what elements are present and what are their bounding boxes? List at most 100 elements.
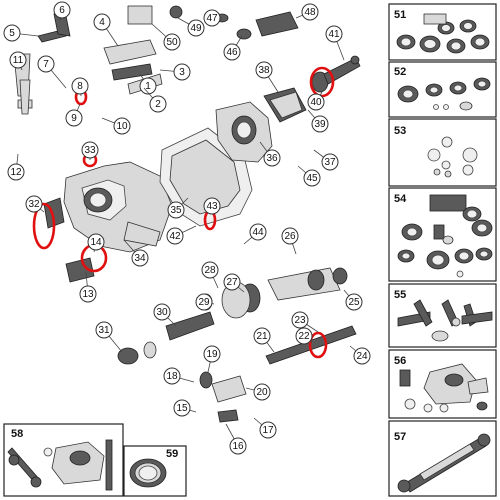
callout-number-32: 32 <box>28 199 40 210</box>
callout-50[interactable]: 50 <box>151 23 181 51</box>
callout-8[interactable]: 8 <box>71 77 89 97</box>
callout-42[interactable]: 42 <box>166 225 197 245</box>
kit-panel-59[interactable]: 59 <box>123 445 187 497</box>
kit-panel-51[interactable]: 51 <box>388 3 497 61</box>
callout-13[interactable]: 13 <box>79 271 97 303</box>
callout-43[interactable]: 43 <box>203 197 221 215</box>
callout-number-19: 19 <box>206 349 218 360</box>
callout-number-14: 14 <box>90 237 102 248</box>
kit-51-rings <box>396 13 490 54</box>
callout-circle-32 <box>25 195 43 213</box>
callout-2[interactable]: 2 <box>143 87 167 113</box>
callout-24[interactable]: 24 <box>349 345 371 365</box>
callout-number-49: 49 <box>190 23 202 34</box>
kit-panel-58[interactable]: 58 <box>3 423 124 497</box>
callout-26[interactable]: 26 <box>281 227 299 255</box>
callout-37[interactable]: 37 <box>313 149 339 171</box>
callout-49[interactable]: 49 <box>177 17 205 37</box>
callout-46[interactable]: 46 <box>223 35 243 61</box>
callout-14[interactable]: 14 <box>87 233 105 253</box>
callout-circle-10 <box>113 117 131 135</box>
callout-circle-15 <box>173 399 191 417</box>
callout-16[interactable]: 16 <box>225 423 247 455</box>
kit-57-driveshaft <box>397 433 491 493</box>
callout-41[interactable]: 41 <box>325 25 345 61</box>
callout-circle-41 <box>325 25 343 43</box>
callout-circle-8 <box>71 77 89 95</box>
callout-36[interactable]: 36 <box>259 141 281 167</box>
callout-11[interactable]: 11 <box>9 51 27 71</box>
highlight-ring-32 <box>32 202 56 250</box>
callout-15[interactable]: 15 <box>173 399 197 417</box>
kit-panel-52[interactable]: 52 <box>388 61 497 118</box>
callout-7[interactable]: 7 <box>37 55 67 89</box>
extension-housing-part <box>215 101 273 163</box>
kit-59-seal <box>129 458 167 488</box>
callout-circle-46 <box>223 43 241 61</box>
callout-47[interactable]: 47 <box>203 9 222 27</box>
callout-39[interactable]: 39 <box>307 109 329 133</box>
callout-21[interactable]: 21 <box>253 327 275 353</box>
callout-circle-13 <box>79 285 97 303</box>
kit-label-55: 55 <box>394 289 406 301</box>
callout-34[interactable]: 34 <box>123 239 149 267</box>
callout-29[interactable]: 29 <box>195 293 215 311</box>
callout-number-50: 50 <box>166 37 178 48</box>
callout-number-37: 37 <box>324 157 336 168</box>
callout-38[interactable]: 38 <box>255 61 279 93</box>
callout-31[interactable]: 31 <box>95 321 123 353</box>
callout-number-16: 16 <box>232 441 244 452</box>
callout-10[interactable]: 10 <box>101 117 131 135</box>
callout-circle-42 <box>166 227 184 245</box>
callout-9[interactable]: 9 <box>65 103 83 127</box>
callout-33[interactable]: 33 <box>81 141 99 160</box>
kit-panel-56[interactable]: 56 <box>388 349 497 419</box>
callout-number-11: 11 <box>13 55 24 66</box>
callout-circle-38 <box>255 61 273 79</box>
callout-18[interactable]: 18 <box>163 367 195 385</box>
kit-panel-53[interactable]: 53 <box>388 118 497 187</box>
callout-number-28: 28 <box>204 265 216 276</box>
kit-panel-55[interactable]: 55 <box>388 283 497 348</box>
callout-17[interactable]: 17 <box>253 417 277 439</box>
callout-45[interactable]: 45 <box>297 165 321 187</box>
callout-4[interactable]: 4 <box>93 13 119 47</box>
callout-6[interactable]: 6 <box>53 1 71 21</box>
callout-1[interactable]: 1 <box>139 73 157 95</box>
callout-25[interactable]: 25 <box>343 289 363 311</box>
callout-number-9: 9 <box>71 113 77 124</box>
callout-circle-37 <box>321 153 339 171</box>
callout-number-21: 21 <box>256 331 268 342</box>
callout-44[interactable]: 44 <box>243 223 267 245</box>
callout-number-45: 45 <box>306 173 318 184</box>
callout-number-36: 36 <box>266 153 278 164</box>
callout-48[interactable]: 48 <box>295 3 319 21</box>
callout-12[interactable]: 12 <box>7 153 25 181</box>
kit-panel-54[interactable]: 54 <box>388 187 497 282</box>
callout-circle-25 <box>345 293 363 311</box>
callout-circle-14 <box>87 233 105 251</box>
callout-27[interactable]: 27 <box>223 273 245 293</box>
callout-number-6: 6 <box>59 5 65 16</box>
callout-23[interactable]: 23 <box>291 311 319 333</box>
callout-number-38: 38 <box>258 65 270 76</box>
callout-28[interactable]: 28 <box>201 261 219 289</box>
callout-number-27: 27 <box>226 277 238 288</box>
callout-19[interactable]: 19 <box>203 345 221 373</box>
callout-number-10: 10 <box>116 121 128 132</box>
callout-number-15: 15 <box>176 403 188 414</box>
callout-number-22: 22 <box>298 331 310 342</box>
kit-56-rear-housing <box>399 363 489 413</box>
callout-35[interactable]: 35 <box>167 197 189 219</box>
callout-40[interactable]: 40 <box>307 91 325 111</box>
callout-5[interactable]: 5 <box>3 24 39 42</box>
callout-30[interactable]: 30 <box>153 303 177 327</box>
callout-20[interactable]: 20 <box>245 383 271 401</box>
kit-panel-57[interactable]: 57 <box>388 420 497 497</box>
callout-22[interactable]: 22 <box>295 327 313 345</box>
callout-number-3: 3 <box>179 67 185 78</box>
callout-3[interactable]: 3 <box>159 63 191 81</box>
callout-32[interactable]: 32 <box>25 195 45 213</box>
kit-58-output-assembly <box>7 439 113 491</box>
